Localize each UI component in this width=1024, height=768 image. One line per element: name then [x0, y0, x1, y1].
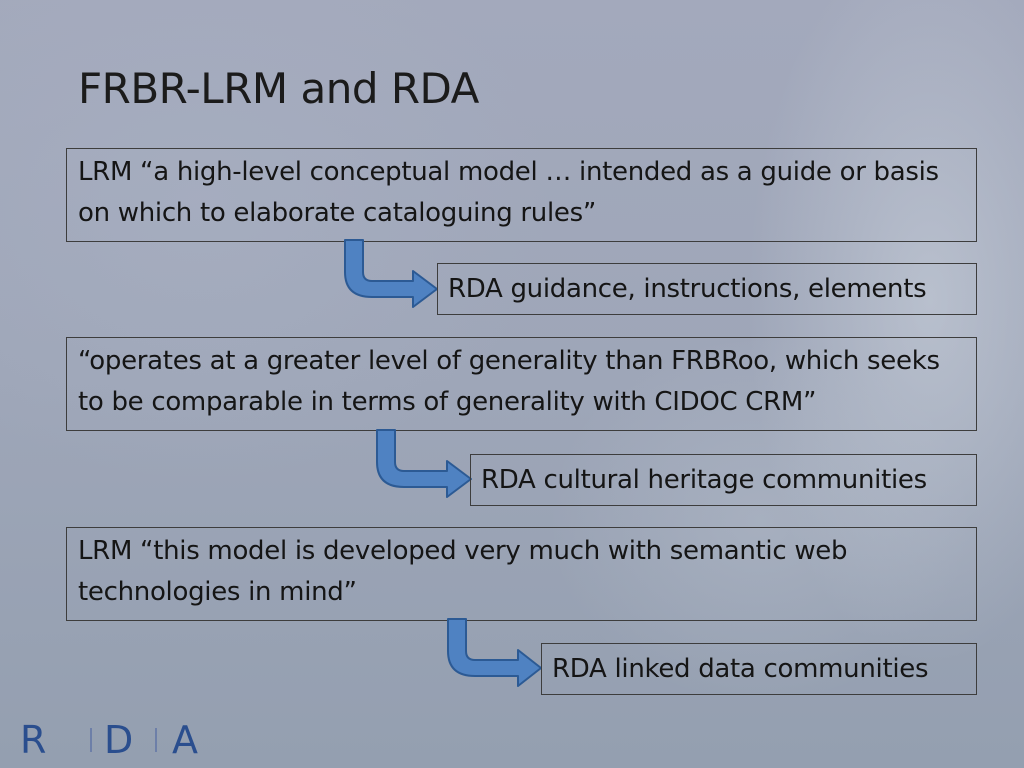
logo-separator: [155, 728, 157, 752]
logo-separator: [90, 728, 92, 752]
quote-box-lrm-conceptual-model: LRM “a high-level conceptual model … int…: [66, 148, 977, 242]
logo-letter-a: A: [172, 718, 198, 762]
result-box-rda-linked-data: RDA linked data communities: [541, 643, 977, 695]
quote-box-generality: “operates at a greater level of generali…: [66, 337, 977, 431]
quote-box-semantic-web: LRM “this model is developed very much w…: [66, 527, 977, 621]
result-box-rda-guidance: RDA guidance, instructions, elements: [437, 263, 977, 315]
slide-title: FRBR-LRM and RDA: [78, 64, 479, 113]
result-box-rda-cultural-heritage: RDA cultural heritage communities: [470, 454, 977, 506]
bent-arrow-icon: [344, 239, 438, 308]
bent-arrow-icon: [447, 618, 542, 687]
bent-arrow-icon: [376, 429, 472, 498]
logo-letter-r: R: [20, 718, 47, 762]
rda-logo: R D A: [20, 720, 220, 760]
logo-letter-d: D: [104, 718, 134, 762]
